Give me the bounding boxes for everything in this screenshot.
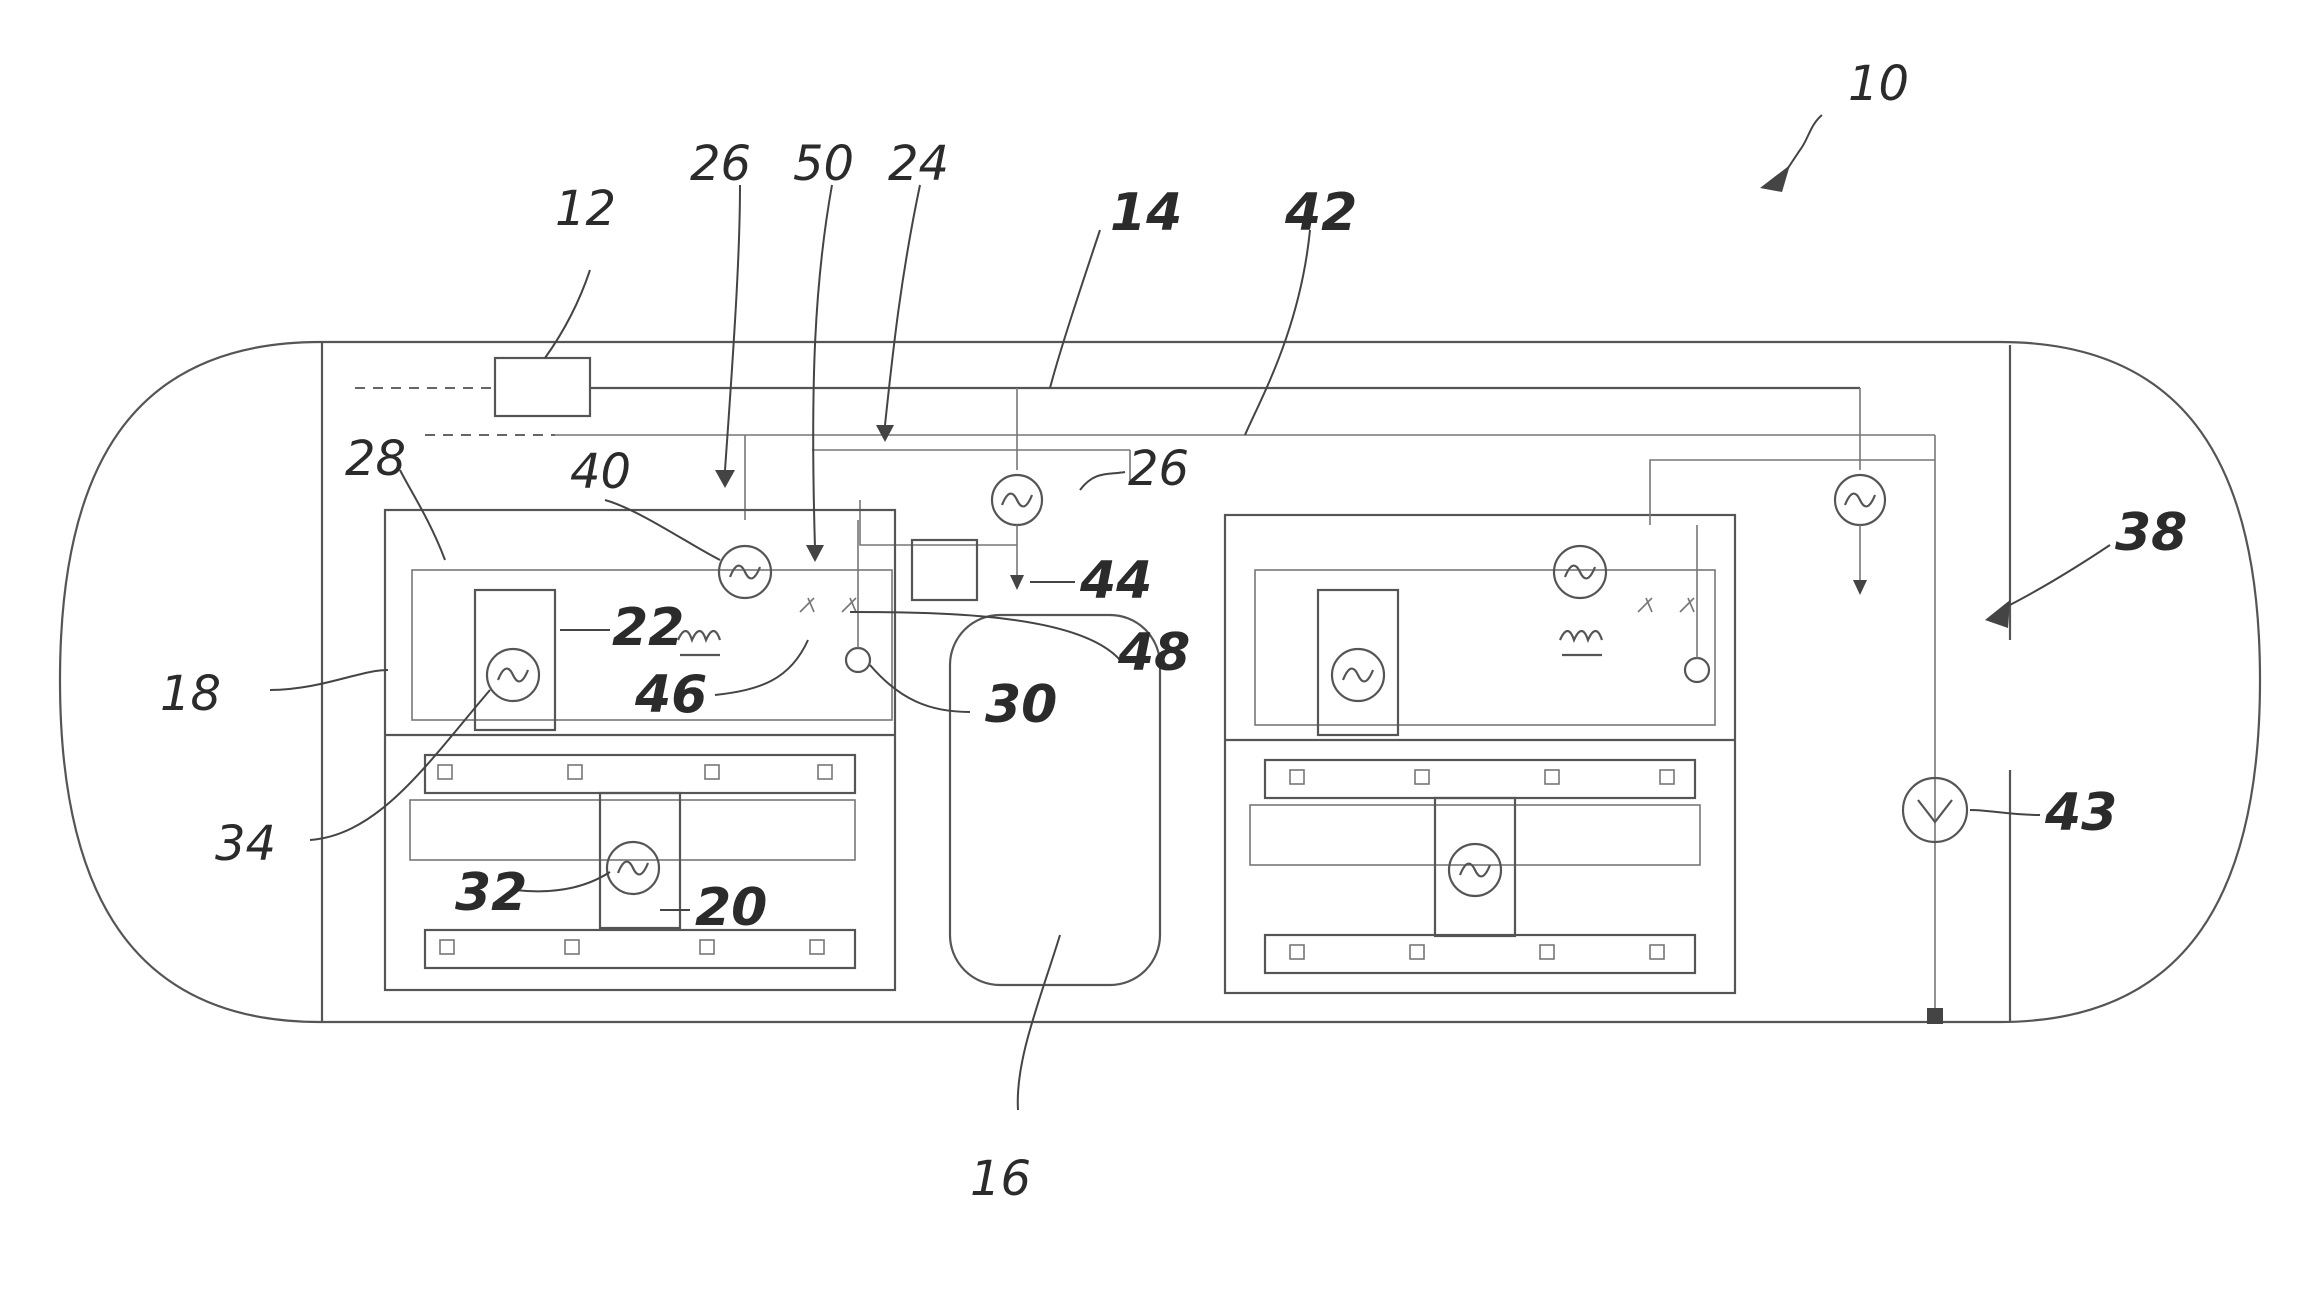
leader-30: [870, 665, 970, 712]
label-22: 22: [612, 598, 684, 658]
leader-46: [715, 640, 808, 695]
label-28: 28: [345, 431, 406, 487]
leader-28: [400, 470, 445, 560]
leader-34: [310, 690, 490, 840]
generator-right-wave: [1845, 494, 1875, 507]
rail-pad: [1660, 770, 1674, 784]
arrow-right-down: [1853, 580, 1867, 595]
right-generator-40-wave: [1565, 566, 1595, 579]
right-rail-top: [1265, 760, 1695, 798]
label-50: 50: [793, 136, 854, 192]
right-unit-box: [1318, 590, 1398, 735]
arrow-38: [1985, 600, 2010, 628]
generator-40-wave: [730, 566, 760, 579]
label-18: 18: [160, 666, 221, 722]
label-44: 44: [1079, 551, 1152, 611]
right-upper-block: [1255, 570, 1715, 725]
label-38: 38: [2115, 503, 2187, 563]
label-20: 20: [695, 878, 767, 938]
valve-48-icon: [800, 598, 856, 612]
right-generator-34-wave: [1343, 669, 1373, 682]
label-24: 24: [888, 136, 949, 192]
rail-pad: [700, 940, 714, 954]
label-40: 40: [570, 444, 631, 500]
rail-pad: [568, 765, 582, 779]
right-middle-block: [1250, 805, 1700, 865]
label-14: 14: [1110, 183, 1182, 243]
rail-pad: [1290, 945, 1304, 959]
unit-12-box: [495, 358, 590, 416]
generator-26-wave: [1002, 494, 1032, 507]
rail-pad: [1545, 770, 1559, 784]
leader-32: [515, 872, 610, 891]
label-26a: 26: [690, 136, 751, 192]
leader-26b: [1080, 472, 1125, 490]
label-12: 12: [555, 181, 616, 237]
branch-right-loop: [1650, 460, 1935, 500]
label-42: 42: [1284, 183, 1357, 243]
rail-pad: [1290, 770, 1304, 784]
label-10: 10: [1848, 56, 1909, 112]
arrow-10: [1760, 165, 1790, 192]
leader-12: [545, 270, 590, 358]
label-46: 46: [634, 665, 707, 725]
leader-48: [850, 612, 1120, 660]
left-middle-block: [410, 800, 855, 860]
label-43: 43: [2044, 783, 2117, 843]
right-rail-bottom: [1265, 935, 1695, 973]
generator-34-wave: [498, 669, 528, 682]
label-26b: 26: [1128, 441, 1189, 497]
label-16: 16: [970, 1151, 1031, 1207]
arrow-44: [1010, 575, 1024, 590]
ground-marker: [1927, 1008, 1943, 1024]
leader-26a: [725, 185, 740, 470]
right-lower-unit-box: [1435, 798, 1515, 936]
label-30: 30: [985, 675, 1057, 735]
rail-pad: [1410, 945, 1424, 959]
rail-pad: [440, 940, 454, 954]
right-module-frame: [1225, 515, 1735, 993]
left-rail-top: [425, 755, 855, 793]
leader-50: [813, 185, 832, 548]
leader-18: [270, 670, 388, 690]
right-valve-icon: [1638, 598, 1694, 612]
rail-pad: [1540, 945, 1554, 959]
label-34: 34: [215, 816, 276, 872]
rail-pad: [810, 940, 824, 954]
rail-pad: [1650, 945, 1664, 959]
arrow-24: [876, 425, 894, 442]
left-rail-bottom: [425, 930, 855, 968]
label-32: 32: [455, 863, 527, 923]
label-48: 48: [1117, 623, 1190, 683]
rail-pad: [705, 765, 719, 779]
leader-38: [2000, 545, 2110, 610]
unit-44-box: [912, 540, 977, 600]
unit-22-box: [475, 590, 555, 730]
right-sensor-icon: [1685, 658, 1709, 682]
leader-14: [1050, 230, 1100, 388]
rail-pad: [438, 765, 452, 779]
generator-32-wave: [618, 862, 648, 875]
arrow-26a: [715, 470, 735, 488]
rail-pad: [1415, 770, 1429, 784]
right-heating-coil-icon: [1560, 631, 1602, 655]
rail-pad: [565, 940, 579, 954]
rail-pad: [818, 765, 832, 779]
leader-42: [1245, 230, 1310, 435]
sensor-30-icon: [846, 648, 870, 672]
leader-43: [1970, 810, 2040, 815]
arrow-50: [806, 545, 824, 562]
